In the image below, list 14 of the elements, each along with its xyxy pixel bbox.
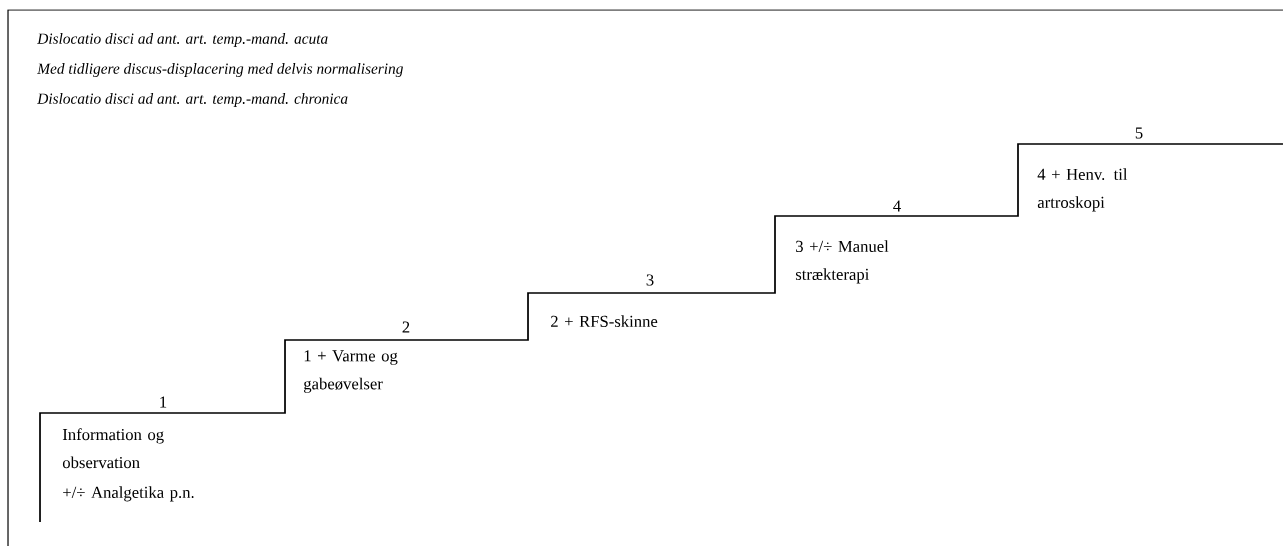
step-text: 4 + Henv. til artroskopi xyxy=(1037,168,1128,212)
step-text: 2 + RFS-skinne xyxy=(551,315,658,327)
step-number: 5 xyxy=(1135,127,1143,139)
step-text: 3 +/÷ Manuel strækterapi xyxy=(795,240,889,284)
step-number: 1 xyxy=(160,396,167,408)
step-text: Information og observation xyxy=(62,428,164,469)
heading-line: Med tidligere discus-displacering med delvis normalisering xyxy=(37,63,403,77)
step-number: 4 xyxy=(893,200,901,212)
heading-line: Dislocatio disci ad ant. art. temp.-mand. acuta xyxy=(37,33,328,47)
step-number: 2 xyxy=(402,321,410,333)
step-text: +/÷ Analgetika p.n. xyxy=(63,486,194,502)
step-number: 3 xyxy=(646,274,654,286)
step-text: 1 + Varme og gabeøvelser xyxy=(304,350,398,393)
heading-line: Dislocatio disci ad ant. art. temp.-mand. chronica xyxy=(37,93,348,107)
